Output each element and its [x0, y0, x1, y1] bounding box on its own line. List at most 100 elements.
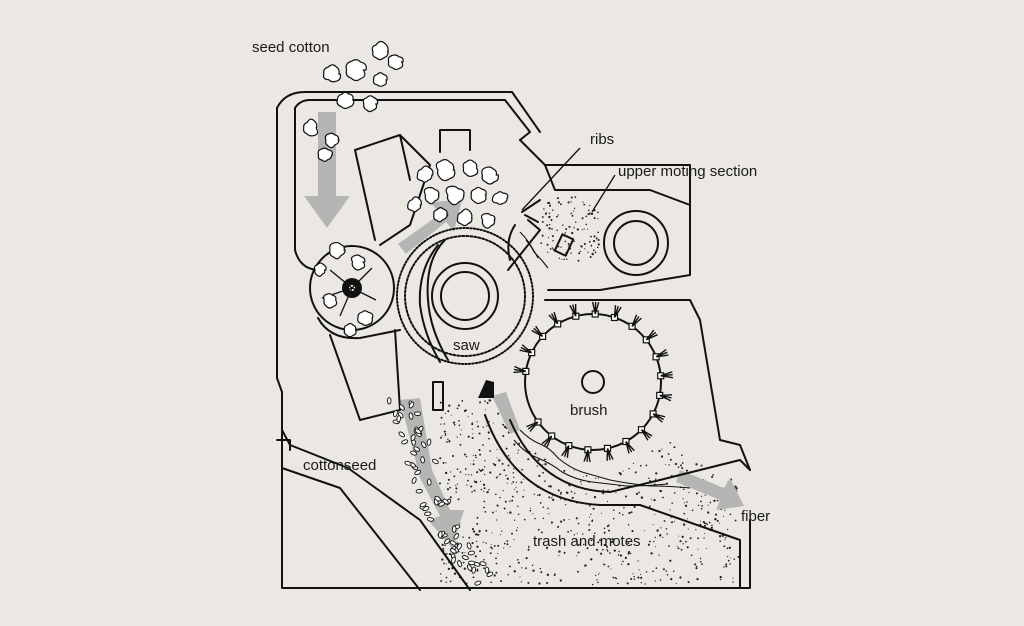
- stipple-dot: [639, 464, 642, 467]
- stipple-dot: [556, 197, 559, 200]
- stipple-dot: [659, 489, 663, 493]
- cottonseed: [413, 411, 422, 416]
- stipple-dot: [568, 518, 570, 521]
- stipple-dot: [729, 513, 732, 516]
- stipple-dot: [450, 414, 452, 416]
- stipple-dot: [700, 520, 702, 522]
- stipple-dot: [490, 543, 492, 545]
- stipple-dot: [453, 475, 456, 478]
- stipple-dot: [488, 437, 490, 440]
- stipple-dot: [578, 252, 581, 255]
- stipple-dot: [563, 519, 565, 521]
- cottonseed: [411, 477, 417, 484]
- stipple-dot: [593, 496, 597, 499]
- stipple-dot: [459, 471, 462, 473]
- cotton-puff: [481, 166, 499, 185]
- stipple-dot: [734, 485, 737, 488]
- stipple-dot: [483, 567, 485, 570]
- stipple-dot: [557, 245, 560, 248]
- stipple-dot: [596, 579, 598, 581]
- cotton-puff: [336, 91, 355, 110]
- cottonseed-arrow: [400, 398, 464, 548]
- cottonseed: [466, 542, 472, 550]
- stipple-dot: [547, 507, 549, 510]
- stipple-dot: [669, 559, 672, 562]
- brush-drum: [484, 301, 751, 589]
- stipple-dot: [533, 493, 536, 496]
- brush-bristle: [660, 371, 674, 379]
- cottonseed: [408, 401, 415, 409]
- stipple-dot: [597, 541, 600, 544]
- stipple-dot: [502, 423, 505, 426]
- stipple-dot: [712, 474, 714, 476]
- stipple-dot: [464, 468, 467, 470]
- stipple-dot: [458, 424, 461, 427]
- stipple-dot: [480, 488, 483, 491]
- stipple-dot: [542, 464, 544, 466]
- stipple-dot: [590, 235, 592, 238]
- housing: [276, 91, 751, 591]
- stipple-dot: [661, 448, 663, 450]
- stipple-dot: [528, 546, 530, 549]
- stipple-dot: [509, 511, 512, 514]
- stipple-dot: [618, 472, 621, 475]
- stipple-dot: [473, 480, 476, 483]
- stipple-dot: [586, 547, 589, 550]
- stipple-dot: [441, 435, 443, 437]
- stipple-dot: [718, 535, 722, 538]
- brush-bristle: [659, 394, 673, 402]
- stipple-dot: [442, 461, 445, 464]
- stipple-dot: [611, 537, 614, 541]
- stipple-dot: [507, 512, 509, 514]
- seed-cotton-arrow: [304, 112, 350, 228]
- stipple-dot: [559, 498, 562, 500]
- stipple-dot: [480, 480, 482, 482]
- stipple-dot: [615, 577, 618, 580]
- cotton-puff: [462, 159, 479, 177]
- stipple-dot: [722, 515, 725, 517]
- stipple-dot: [484, 409, 486, 411]
- stipple-dot: [493, 574, 496, 577]
- stipple-dot: [513, 488, 515, 490]
- cottonseed: [468, 560, 476, 566]
- stipple-dot: [513, 443, 516, 446]
- stipple-dot: [591, 520, 594, 522]
- stipple-dot: [501, 462, 504, 465]
- stipple-dot: [723, 545, 726, 548]
- stipple-dot: [512, 472, 515, 474]
- cottonseed: [401, 439, 409, 445]
- stipple-dot: [659, 579, 662, 581]
- stipple-dot: [550, 521, 553, 524]
- stipple-dot: [662, 496, 664, 499]
- stipple-dot: [475, 456, 477, 459]
- stipple-dot: [728, 546, 731, 549]
- stipple-dot: [665, 528, 668, 530]
- stipple-dot: [724, 536, 727, 539]
- stipple-dot: [602, 548, 604, 551]
- stipple-dot: [573, 210, 575, 212]
- stipple-dot: [690, 554, 693, 557]
- stipple-dot: [552, 498, 555, 502]
- stipple-dot: [695, 492, 698, 495]
- brush-bristle-base: [554, 320, 562, 328]
- stipple-dot: [695, 565, 698, 568]
- stipple-dot: [687, 581, 690, 584]
- stipple-dot: [674, 446, 676, 448]
- stipple-dot: [486, 425, 488, 427]
- stipple-dot: [559, 203, 562, 206]
- stipple-dot: [495, 562, 498, 565]
- cottonseed: [438, 501, 446, 507]
- stipple-dot: [669, 441, 672, 444]
- stipple-dot: [547, 237, 549, 239]
- stipple-dot: [732, 581, 734, 583]
- stipple-dot: [613, 549, 616, 552]
- stipple-dot: [570, 490, 573, 493]
- stipple-dot: [507, 455, 510, 457]
- stipple-dot: [517, 561, 520, 564]
- stipple-dot: [701, 563, 703, 565]
- stipple-dot: [447, 478, 450, 481]
- seed-cotton-puffs: [302, 40, 509, 338]
- stipple-dot: [700, 495, 703, 497]
- stipple-dot: [669, 509, 671, 511]
